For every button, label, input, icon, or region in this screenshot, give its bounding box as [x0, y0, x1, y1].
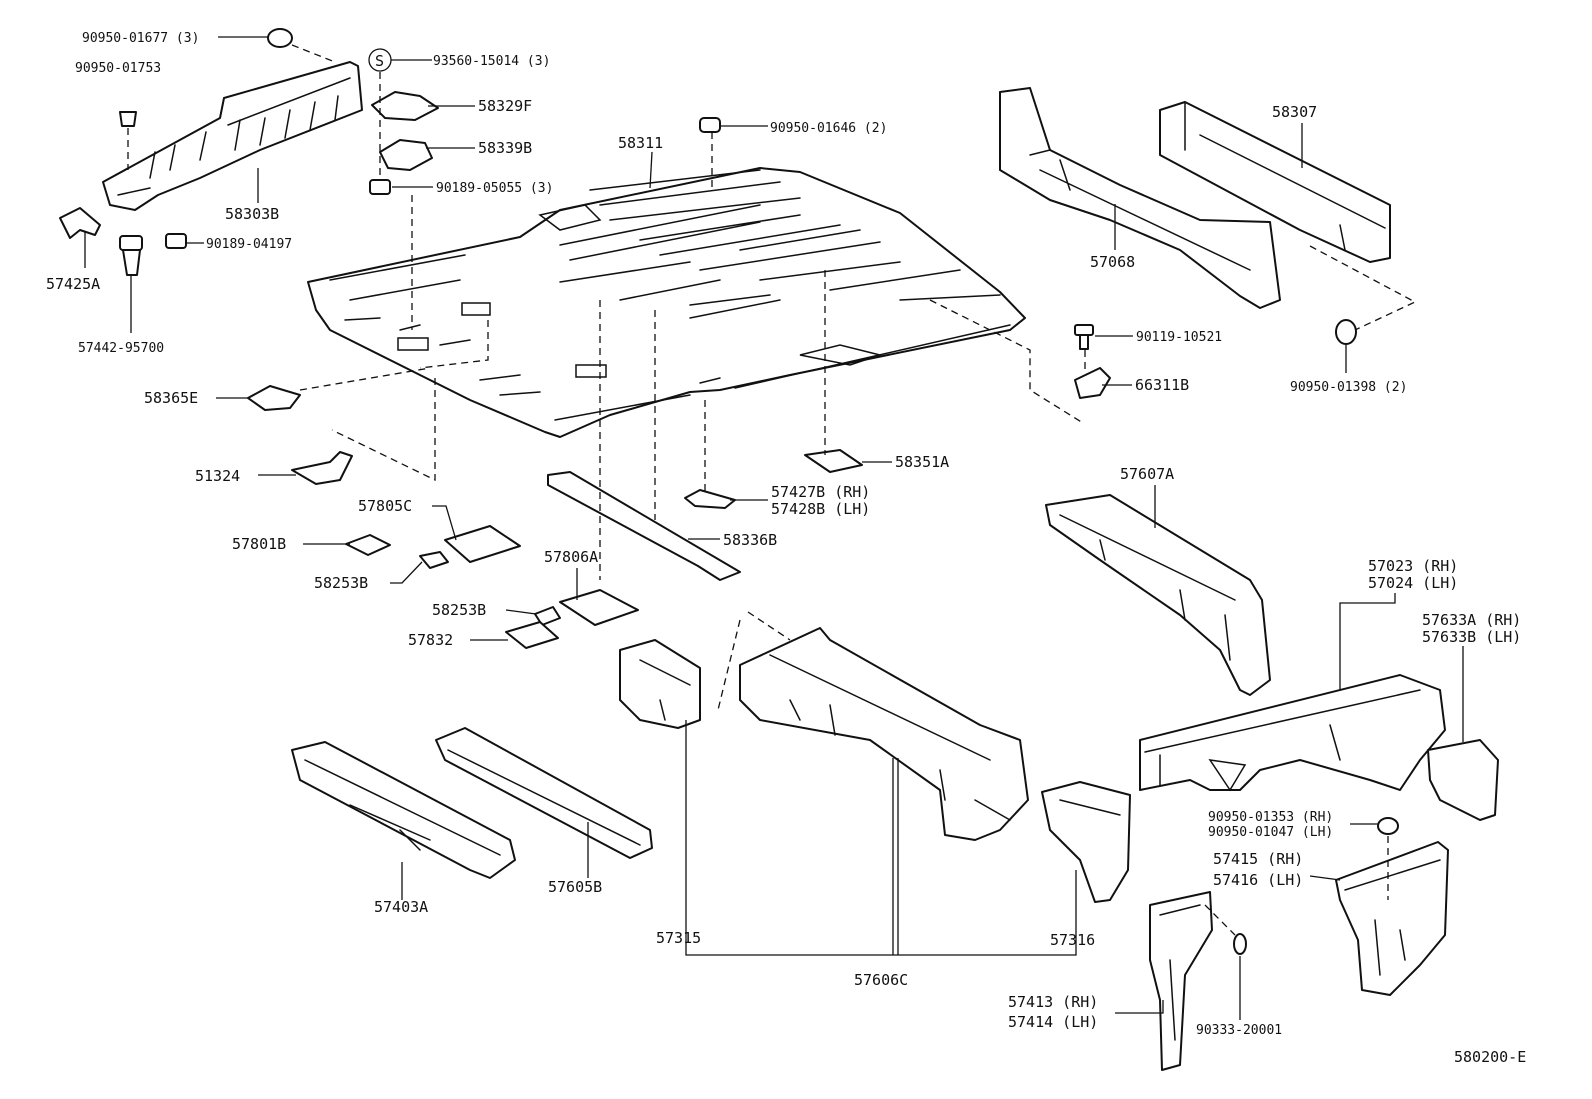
- label-57442-95700: 57442-95700: [78, 341, 164, 356]
- plug-90333-20001: [1233, 933, 1247, 955]
- label-57414: 57414 (LH): [1008, 1013, 1098, 1031]
- nut-90189-04197: [165, 233, 187, 249]
- pillar-57413: [1149, 891, 1213, 1071]
- label-58311: 58311: [618, 134, 663, 152]
- plate-57832: [505, 621, 559, 649]
- panel-57415: [1335, 841, 1449, 996]
- bar-58336B: [547, 471, 741, 581]
- label-57805C: 57805C: [358, 497, 412, 515]
- label-90119-10521: 90119-10521: [1136, 330, 1222, 345]
- plug-90950-01353: [1377, 817, 1399, 835]
- label-58336B: 58336B: [723, 531, 777, 549]
- plate-57801B: [345, 534, 391, 556]
- rail-57403A: [291, 741, 516, 879]
- label-57605B: 57605B: [548, 878, 602, 896]
- bracket-58351A: [804, 449, 863, 473]
- grommet-58339B: [379, 139, 433, 171]
- label-57415: 57415 (RH): [1213, 850, 1303, 868]
- label-57606C: 57606C: [854, 971, 908, 989]
- label-66311B: 66311B: [1135, 376, 1189, 394]
- label-57806A: 57806A: [544, 548, 598, 566]
- assembly-dashed-lines: [127, 44, 1417, 936]
- label-58329F: 58329F: [478, 97, 532, 115]
- label-58303B: 58303B: [225, 205, 279, 223]
- piece-57315: [619, 639, 701, 729]
- cap-58329F: [371, 91, 439, 121]
- label-s-mark: S: [375, 52, 384, 70]
- group-bracket-57606C: [685, 720, 1077, 956]
- bracket-51324: [291, 451, 353, 485]
- label-90950-01677: 90950-01677 (3): [82, 31, 199, 46]
- label-90189-04197: 90189-04197: [206, 237, 292, 252]
- label-57428B: 57428B (LH): [771, 500, 870, 518]
- bolt-90119-10521: [1074, 324, 1094, 350]
- hook-66311B: [1074, 367, 1111, 399]
- rail-57607A: [1045, 494, 1271, 696]
- label-58339B: 58339B: [478, 139, 532, 157]
- nut-90189-05055: [369, 179, 391, 195]
- rail-57605B: [435, 727, 653, 859]
- label-57023: 57023 (RH): [1368, 557, 1458, 575]
- label-90950-01646: 90950-01646 (2): [770, 121, 887, 136]
- label-90950-01753: 90950-01753: [75, 61, 161, 76]
- label-90950-01398: 90950-01398 (2): [1290, 380, 1407, 395]
- plug-90950-01677: [267, 28, 293, 48]
- plate-57806A: [559, 589, 639, 626]
- clip-58253B-a: [419, 551, 449, 569]
- label-57801B: 57801B: [232, 535, 286, 553]
- label-57633A: 57633A (RH): [1422, 611, 1521, 629]
- cross-member-57023: [1139, 674, 1446, 792]
- label-57416: 57416 (LH): [1213, 871, 1303, 889]
- bracket-57425A: [59, 207, 101, 239]
- label-57413: 57413 (RH): [1008, 993, 1098, 1011]
- floor-pan-58311: [307, 167, 1026, 438]
- label-90189-05055: 90189-05055 (3): [436, 181, 553, 196]
- label-57024: 57024 (LH): [1368, 574, 1458, 592]
- label-57633B: 57633B (LH): [1422, 628, 1521, 646]
- label-58253B-a: 58253B: [314, 574, 368, 592]
- label-57316: 57316: [1050, 931, 1095, 949]
- label-90333-20001: 90333-20001: [1196, 1023, 1282, 1038]
- clip-57442-95700: [119, 235, 143, 276]
- label-57068: 57068: [1090, 253, 1135, 271]
- label-57315: 57315: [656, 929, 701, 947]
- leader-lines: [84, 36, 1464, 1020]
- label-58307: 58307: [1272, 103, 1317, 121]
- label-93560-15014: 93560-15014 (3): [433, 54, 550, 69]
- plug-90950-01646: [699, 117, 721, 133]
- bracket-57427B: [684, 489, 736, 509]
- plate-58365E: [247, 385, 301, 411]
- part-labels: 90950-01677 (3) 90950-01753 S 93560-1501…: [46, 31, 1526, 1066]
- label-90950-01353: 90950-01353 (RH): [1208, 810, 1333, 825]
- plug-90950-01398: [1335, 319, 1357, 345]
- diagram-code: 580200-E: [1454, 1048, 1526, 1066]
- bracket-57316: [1041, 781, 1131, 903]
- cross-member-57606C: [739, 627, 1029, 841]
- label-57832: 57832: [408, 631, 453, 649]
- cross-member-58307: [1159, 101, 1391, 263]
- label-57425A: 57425A: [46, 275, 100, 293]
- label-90950-01047: 90950-01047 (LH): [1208, 825, 1333, 840]
- label-57403A: 57403A: [374, 898, 428, 916]
- side-member-58303B: [102, 61, 363, 211]
- gusset-57633A: [1427, 739, 1499, 821]
- label-51324: 51324: [195, 467, 240, 485]
- label-58351A: 58351A: [895, 453, 949, 471]
- plate-57805C: [444, 525, 521, 563]
- label-57427B: 57427B (RH): [771, 483, 870, 501]
- label-57607A: 57607A: [1120, 465, 1174, 483]
- rail-57068: [999, 87, 1281, 309]
- label-58365E: 58365E: [144, 389, 198, 407]
- label-58253B-b: 58253B: [432, 601, 486, 619]
- plug-90950-01753: [119, 111, 137, 127]
